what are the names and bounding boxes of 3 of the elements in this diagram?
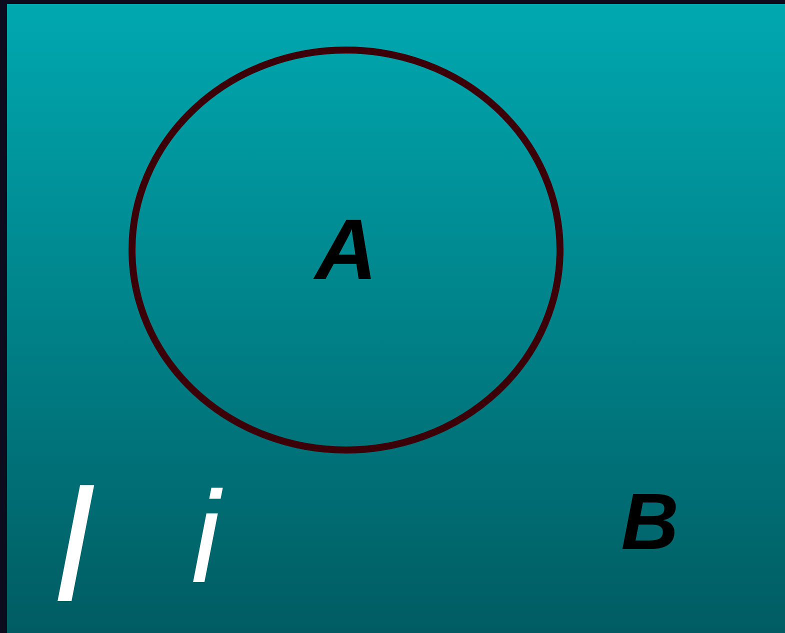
set-label: B [621,482,679,562]
set-label: A [314,207,378,293]
universe-rectangle [7,4,785,633]
